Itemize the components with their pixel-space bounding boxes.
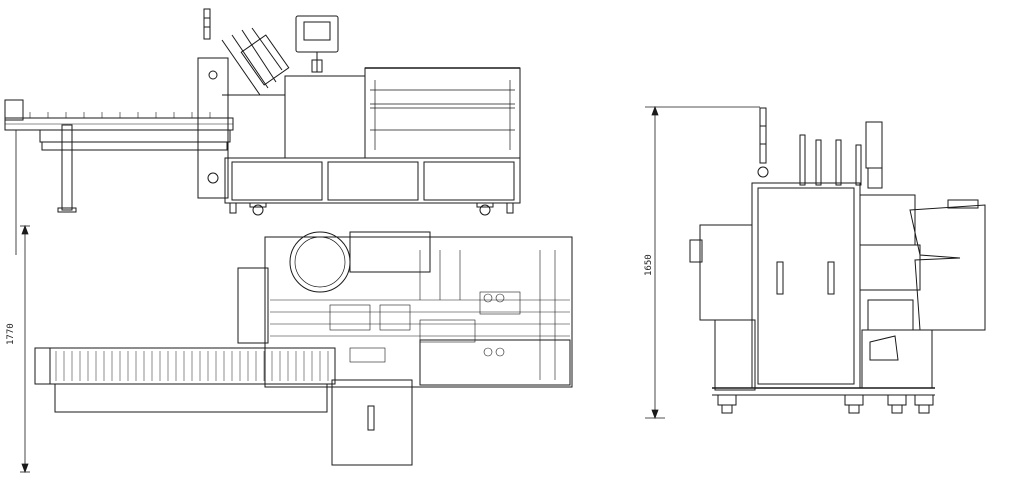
front-right-gearbox [867,299,914,331]
base-cabinet [224,157,521,204]
carton-drum [289,231,351,293]
infeed-leg [61,124,73,211]
plan-view: 1770 [6,224,573,474]
outfeed-area [419,339,571,386]
front-left-unit [699,224,753,321]
lower-chain-rail [39,129,231,143]
outfeed-handle [947,199,979,209]
base-door-1 [231,161,323,201]
signal-tower [203,8,211,40]
front-left-base [714,319,756,391]
hmi-panel [295,15,339,53]
front-door-handle-left [776,261,784,295]
carton-magazine [221,27,290,96]
conveyor-cover [54,383,328,413]
dim-height-label: 1650 [644,254,654,276]
side-casters [229,202,514,216]
dim-depth-label: 1770 [6,323,16,345]
plan-door [331,379,413,466]
hmi-screen [303,21,331,41]
front-right-mechanism [859,194,916,246]
front-main-body [751,182,861,389]
plan-frame [264,236,573,388]
dim-depth [20,224,30,474]
feeder-block [237,267,269,344]
front-signal-tower [759,107,767,164]
feeder-gauge [208,70,218,80]
bucket-pockets [55,351,329,381]
front-hmi [865,121,883,169]
base-door-3 [423,161,515,201]
feeder-handwheel [207,172,219,184]
front-elevation-view: 1650 [644,105,986,420]
front-left-motor [689,239,703,263]
magazine-plan [349,231,431,273]
conveyor-lugs [29,112,211,118]
front-uprights [799,121,883,189]
front-right-base [861,329,933,389]
main-guard-right [364,67,521,159]
outfeed-chute [909,204,986,331]
dim-height [645,105,760,420]
front-door-handle-right [827,261,835,295]
side-elevation-view [4,8,521,255]
infeed-foot [57,207,77,213]
plan-door-handle [367,405,375,431]
front-door [757,187,855,385]
front-right-drive [859,244,921,291]
plan-mechanism [270,250,570,380]
chain-guard [41,141,228,151]
main-guard-left [284,75,366,159]
front-right-nozzle [869,335,899,361]
infeed-end-block [4,99,24,121]
front-feet [717,394,934,414]
base-door-2 [327,161,419,201]
feeder-column [197,57,229,199]
